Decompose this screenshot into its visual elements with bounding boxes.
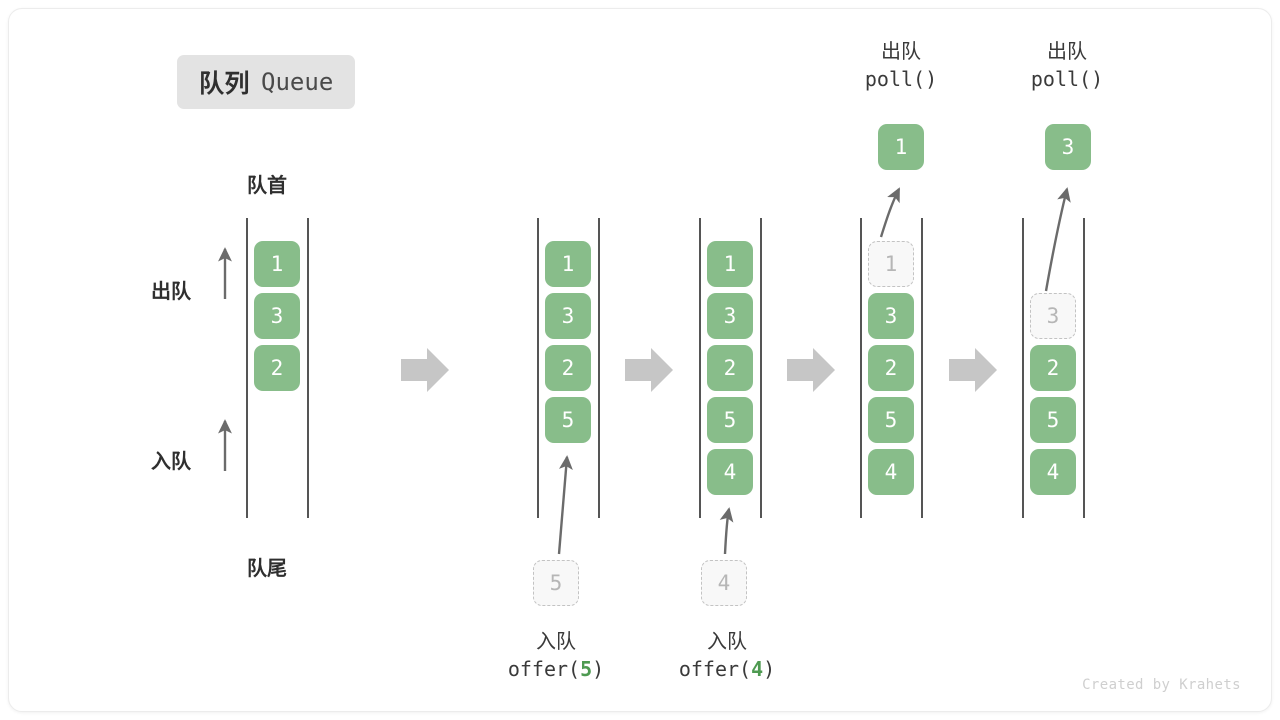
label-dequeue-direction: 出队: [151, 281, 191, 303]
step-arrow-2: [625, 348, 673, 392]
incoming-element-4: 4: [701, 560, 747, 606]
queue-cell: 1: [545, 241, 591, 287]
caption-offer-4: 入队 offer(4): [632, 629, 822, 683]
queue-rail-right: [1083, 218, 1085, 518]
arrow-overlay: [218, 187, 1071, 555]
queue-rail-right: [598, 218, 600, 518]
queue-cell: 3: [707, 293, 753, 339]
queue-cell: 4: [868, 449, 914, 495]
queue-cell-removed: 1: [868, 241, 914, 287]
queue-column-after-offer-5: 1 3 2 5: [537, 218, 600, 518]
title-cn: 队列: [199, 70, 251, 98]
diagram-title-badge: 队列 Queue: [177, 55, 356, 109]
queue-cell: 4: [707, 449, 753, 495]
queue-cell: 5: [707, 397, 753, 443]
outgoing-element-3: 3: [1045, 124, 1091, 170]
caption-offer-4-cn: 入队: [707, 631, 747, 653]
footer-credit: Created by Krahets: [1082, 677, 1241, 693]
caption-offer-4-code: offer(4): [678, 656, 776, 681]
queue-rail-left: [246, 218, 248, 518]
queue-column-after-poll-3: 3 2 5 4: [1022, 218, 1085, 518]
queue-cell: 3: [868, 293, 914, 339]
queue-cell: 5: [545, 397, 591, 443]
outgoing-element-1: 1: [878, 124, 924, 170]
queue-cell: 3: [545, 293, 591, 339]
caption-poll-1-code: poll(): [864, 66, 938, 91]
step-arrow-4: [949, 348, 997, 392]
queue-rail-left: [1022, 218, 1024, 518]
queue-cell: 2: [868, 345, 914, 391]
caption-poll-3: 出队 poll(): [972, 39, 1162, 93]
queue-cell: 1: [254, 241, 300, 287]
step-arrow-1: [401, 348, 449, 392]
caption-poll-1-cn: 出队: [881, 41, 921, 63]
queue-cell: 3: [254, 293, 300, 339]
queue-column-after-offer-4: 1 3 2 5 4: [699, 218, 762, 518]
caption-offer-5-cn: 入队: [536, 631, 576, 653]
diagram-card: 队列 Queue 队首 队尾 出队 入队 1 3 2 1 3 2 5 5 入队: [8, 8, 1272, 712]
queue-column-after-poll-1: 1 3 2 5 4: [860, 218, 923, 518]
caption-poll-1: 出队 poll(): [806, 39, 996, 93]
queue-cell: 4: [1030, 449, 1076, 495]
queue-rail-left: [860, 218, 862, 518]
queue-column-initial: 1 3 2: [246, 218, 309, 518]
queue-cell: 2: [707, 345, 753, 391]
label-enqueue-direction: 入队: [151, 451, 191, 473]
queue-cell: 2: [1030, 345, 1076, 391]
queue-cell: 5: [868, 397, 914, 443]
caption-poll-3-code: poll(): [1030, 66, 1104, 91]
queue-rail-left: [699, 218, 701, 518]
step-arrow-3: [787, 348, 835, 392]
queue-cell-removed: 3: [1030, 293, 1076, 339]
queue-rail-left: [537, 218, 539, 518]
caption-offer-5-code: offer(5): [507, 656, 605, 681]
queue-cell: 2: [545, 345, 591, 391]
caption-poll-3-cn: 出队: [1047, 41, 1087, 63]
queue-rail-right: [921, 218, 923, 518]
queue-cell: 1: [707, 241, 753, 287]
label-queue-head: 队首: [247, 175, 287, 197]
queue-rail-right: [760, 218, 762, 518]
label-queue-tail: 队尾: [247, 558, 287, 580]
queue-rail-right: [307, 218, 309, 518]
queue-cell: 5: [1030, 397, 1076, 443]
queue-cell: 2: [254, 345, 300, 391]
incoming-element-5: 5: [533, 560, 579, 606]
caption-offer-5: 入队 offer(5): [461, 629, 651, 683]
title-en: Queue: [261, 68, 334, 96]
